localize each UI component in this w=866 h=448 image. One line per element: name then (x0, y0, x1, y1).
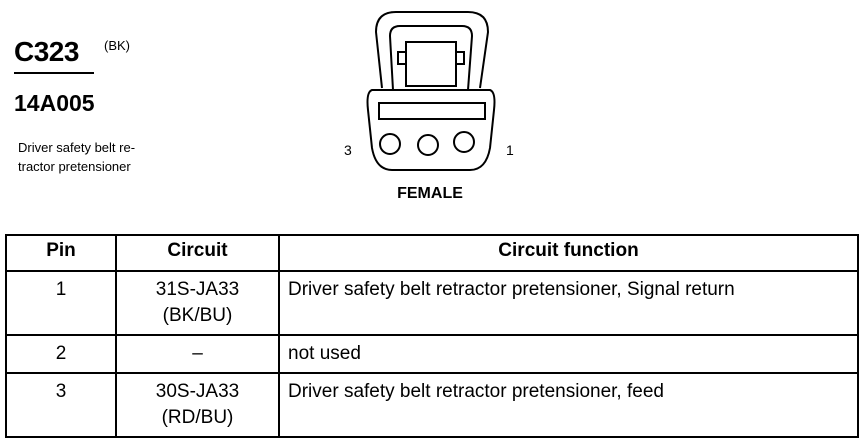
terminal-slot (378, 102, 486, 120)
cell-circuit: – (115, 334, 280, 374)
cell-circuit-function: Driver safety belt retractor pretensione… (278, 372, 859, 438)
locking-tab (405, 41, 457, 87)
pin-cavity-3 (379, 133, 401, 155)
connector-color-code: (BK) (104, 38, 130, 53)
cell-circuit-function: not used (278, 334, 859, 374)
table-row: 1 31S-JA33 (BK/BU) Driver safety belt re… (5, 270, 859, 336)
description-line: tractor pretensioner (18, 159, 131, 174)
circuit-color: (BK/BU) (162, 305, 233, 326)
circuit-code: – (192, 343, 203, 364)
pin-label-left: 3 (344, 142, 352, 158)
connector-id-underline (14, 72, 94, 74)
cell-circuit: 31S-JA33 (BK/BU) (115, 270, 280, 336)
header-pin: Pin (5, 234, 117, 272)
pin-label-right: 1 (506, 142, 514, 158)
pin-cavity-1 (453, 131, 475, 153)
cell-pin: 1 (5, 270, 117, 336)
header-circuit: Circuit (115, 234, 280, 272)
connector-face-diagram (366, 11, 496, 171)
table-row: 3 30S-JA33 (RD/BU) Driver safety belt re… (5, 372, 859, 438)
pin-table: Pin Circuit Circuit function 1 31S-JA33 … (5, 234, 859, 438)
connector-id: C323 (14, 36, 79, 67)
cell-pin: 2 (5, 334, 117, 374)
table-header-row: Pin Circuit Circuit function (5, 234, 859, 272)
part-number: 14A005 (14, 90, 95, 116)
cell-circuit: 30S-JA33 (RD/BU) (115, 372, 280, 438)
header-circuit-function: Circuit function (278, 234, 859, 272)
cell-pin: 3 (5, 372, 117, 438)
cell-circuit-function: Driver safety belt retractor pretensione… (278, 270, 859, 336)
circuit-code: 30S-JA33 (155, 381, 240, 402)
latch-outline (388, 25, 474, 91)
connector-description: Driver safety belt re- tractor pretensio… (18, 138, 188, 176)
description-line: Driver safety belt re- (18, 140, 136, 155)
pin-cavity-2 (417, 134, 439, 156)
connector-hood-outline (374, 11, 490, 89)
connector-body-outline (366, 89, 496, 171)
circuit-code: 31S-JA33 (155, 279, 240, 300)
circuit-color: (RD/BU) (161, 407, 234, 428)
connector-gender-label: FEMALE (397, 185, 463, 202)
table-row: 2 – not used (5, 334, 859, 374)
